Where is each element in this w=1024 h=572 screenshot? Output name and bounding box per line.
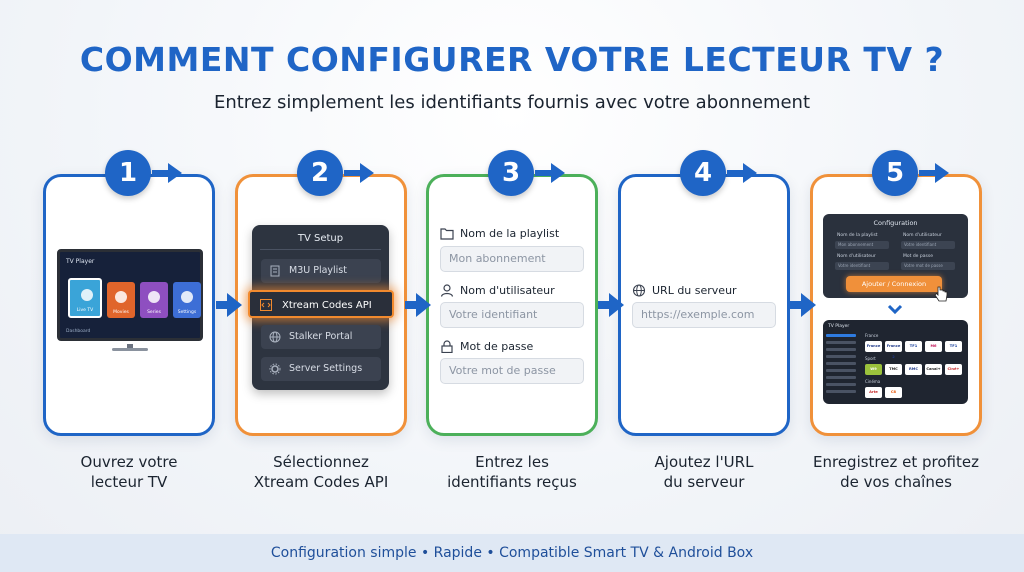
step-4-badge: 4: [680, 150, 726, 196]
cfg-input[interactable]: Votre identifiant: [835, 262, 889, 270]
step-5-badge: 5: [872, 150, 918, 196]
step-4-caption: Ajoutez l'URL du serveur: [654, 453, 754, 491]
tile-settings[interactable]: Settings: [173, 282, 201, 318]
channel-logo[interactable]: TF1: [905, 341, 922, 352]
play-icon: [115, 291, 127, 303]
channel-list-screen: TV Player France Sport Cinéma France Fra…: [823, 320, 968, 404]
user-icon: [440, 284, 454, 297]
menu-item-xtream[interactable]: Xtream Codes API: [248, 290, 394, 318]
menu-item-server-settings[interactable]: Server Settings: [261, 357, 381, 381]
cfg-input[interactable]: Mon abonnement: [835, 241, 889, 249]
flow-arrow-icon: [216, 293, 242, 317]
hand-cursor-icon: [934, 286, 948, 302]
category-label: Sport: [865, 356, 876, 361]
tv-dashboard-label: Dashboard: [66, 329, 91, 334]
channel-logo[interactable]: France 2: [885, 341, 902, 359]
password-input[interactable]: Votre mot de passe: [440, 358, 584, 384]
channel-logo[interactable]: Arte: [865, 387, 882, 398]
step-3-badge: 3: [488, 150, 534, 196]
flow-arrow-icon: [598, 293, 624, 317]
cfg-label: Nom de la playlist: [837, 233, 878, 238]
configuration-title: Configuration: [873, 219, 918, 227]
username-label: Nom d'utilisateur: [440, 284, 555, 297]
playlist-name-input[interactable]: Mon abonnement: [440, 246, 584, 272]
series-icon: [148, 291, 160, 303]
password-label: Mot de passe: [440, 340, 533, 353]
tv-setup-title: TV Setup: [297, 233, 344, 244]
channel-logo[interactable]: France: [865, 341, 882, 352]
tv-stand: [112, 344, 148, 351]
channel-logo[interactable]: Ciné+: [945, 364, 962, 375]
footer-banner: Configuration simple • Rapide • Compatib…: [0, 534, 1024, 572]
channel-logo[interactable]: TMC: [885, 364, 902, 375]
cfg-label: Nom d'utilisateur: [837, 254, 876, 259]
tv-icon: [81, 289, 93, 301]
chevron-down-icon: [887, 304, 903, 315]
badge-arrow-icon: [152, 163, 182, 183]
menu-item-m3u[interactable]: M3U Playlist: [261, 259, 381, 283]
username-input[interactable]: Votre identifiant: [440, 302, 584, 328]
category-label: Cinéma: [865, 379, 881, 384]
playlist-name-label: Nom de la playlist: [440, 227, 559, 240]
channel-logo[interactable]: M6: [925, 341, 942, 352]
file-icon: [270, 265, 280, 277]
tv-player-header: TV Player: [66, 258, 95, 265]
badge-arrow-icon: [727, 163, 757, 183]
globe-icon: [632, 284, 646, 297]
gear-icon: [181, 291, 193, 303]
add-connect-button[interactable]: Ajouter / Connexion: [846, 276, 942, 292]
tile-movies[interactable]: Movies: [107, 282, 135, 318]
step-1-badge: 1: [105, 150, 151, 196]
channel-logo[interactable]: C8: [885, 387, 902, 398]
tile-series[interactable]: Series: [140, 282, 168, 318]
page-subtitle: Entrez simplement les identifiants fourn…: [213, 92, 811, 113]
folder-icon: [440, 228, 454, 240]
step-5-caption: Enregistrez et profitez de vos chaînes: [813, 453, 979, 491]
channel-logo[interactable]: RMC: [905, 364, 922, 375]
channel-logo[interactable]: W9: [865, 364, 882, 375]
channel-logo[interactable]: Canal+: [925, 364, 942, 375]
step-2-badge: 2: [297, 150, 343, 196]
step-1-caption: Ouvrez votre lecteur TV: [80, 453, 178, 491]
lock-icon: [441, 340, 453, 353]
cfg-input[interactable]: Votre mot de passe: [901, 262, 955, 270]
step-2-caption: Sélectionnez Xtream Codes API: [253, 453, 389, 491]
gear-icon: [269, 363, 281, 375]
channel-list-header: TV Player: [828, 324, 850, 329]
step-3-caption: Entrez les identifiants reçus: [447, 453, 577, 491]
globe-icon: [269, 331, 281, 343]
flow-arrow-icon: [790, 293, 816, 317]
tv-screen: TV Player Live TV Movies Series Settings…: [57, 249, 203, 341]
server-url-input[interactable]: https://exemple.com: [632, 302, 776, 328]
server-url-label: URL du serveur: [632, 284, 737, 297]
code-icon: [260, 299, 272, 311]
badge-arrow-icon: [919, 163, 949, 183]
channel-sidebar: [826, 334, 856, 397]
cfg-label: Nom d'utilisateur: [903, 233, 942, 238]
cfg-label: Mot de passe: [903, 254, 933, 259]
page-title: COMMENT CONFIGURER VOTRE LECTEUR TV ?: [79, 40, 945, 79]
badge-arrow-icon: [535, 163, 565, 183]
tile-live-tv[interactable]: Live TV: [68, 278, 102, 318]
channel-logo[interactable]: TF1: [945, 341, 962, 352]
category-label: France: [865, 333, 879, 338]
badge-arrow-icon: [344, 163, 374, 183]
cfg-input[interactable]: Votre identifiant: [901, 241, 955, 249]
menu-item-stalker[interactable]: Stalker Portal: [261, 325, 381, 349]
divider: [260, 249, 381, 250]
flow-arrow-icon: [405, 293, 431, 317]
